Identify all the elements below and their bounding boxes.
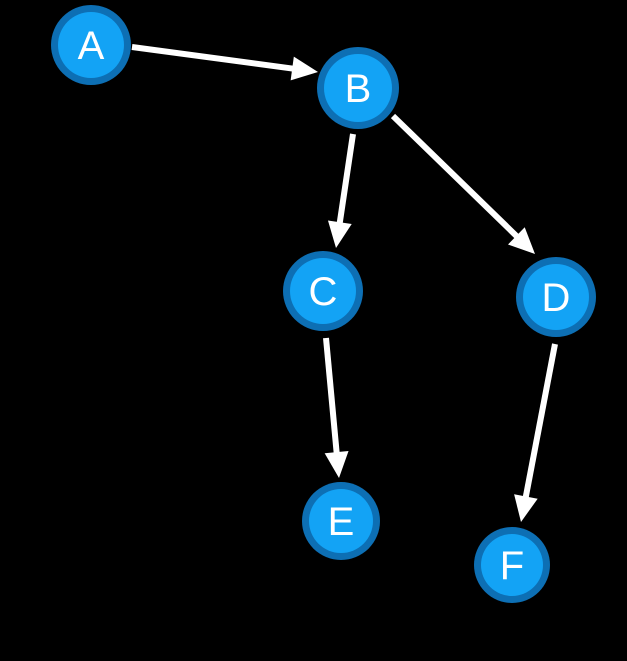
arrowhead-icon — [324, 451, 349, 478]
nodes-layer: A B C D E F — [51, 5, 596, 603]
graph-node-e[interactable]: E — [302, 482, 380, 560]
node-fill — [58, 12, 124, 78]
graph-node-c[interactable]: C — [283, 251, 363, 331]
edge-shaft — [323, 337, 340, 456]
node-label: E — [328, 500, 355, 544]
graph-node-d[interactable]: D — [516, 257, 596, 337]
node-label: F — [500, 544, 524, 588]
edge-a-b — [131, 44, 318, 81]
arrowhead-icon — [327, 220, 352, 248]
edge-shaft — [336, 133, 356, 226]
edges-layer — [131, 44, 558, 522]
node-fill — [523, 264, 589, 330]
node-label: A — [78, 24, 105, 68]
graph-node-f[interactable]: F — [474, 527, 550, 603]
edge-c-e — [323, 337, 349, 478]
arrowhead-icon — [290, 56, 318, 81]
node-fill — [481, 534, 543, 596]
graph-node-b[interactable]: B — [317, 47, 399, 129]
edge-shaft — [390, 113, 521, 241]
arrowhead-icon — [514, 494, 538, 522]
node-fill — [290, 258, 356, 324]
node-label: D — [542, 276, 571, 320]
node-label: B — [345, 67, 372, 111]
node-label: C — [309, 270, 338, 314]
edge-b-d — [390, 113, 535, 254]
node-fill — [309, 489, 373, 553]
node-fill — [324, 54, 392, 122]
edge-d-f — [514, 343, 558, 522]
edge-shaft — [522, 343, 558, 500]
graph-node-a[interactable]: A — [51, 5, 131, 85]
edge-shaft — [131, 44, 296, 72]
arrowhead-icon — [507, 227, 535, 254]
edge-b-c — [327, 133, 356, 248]
